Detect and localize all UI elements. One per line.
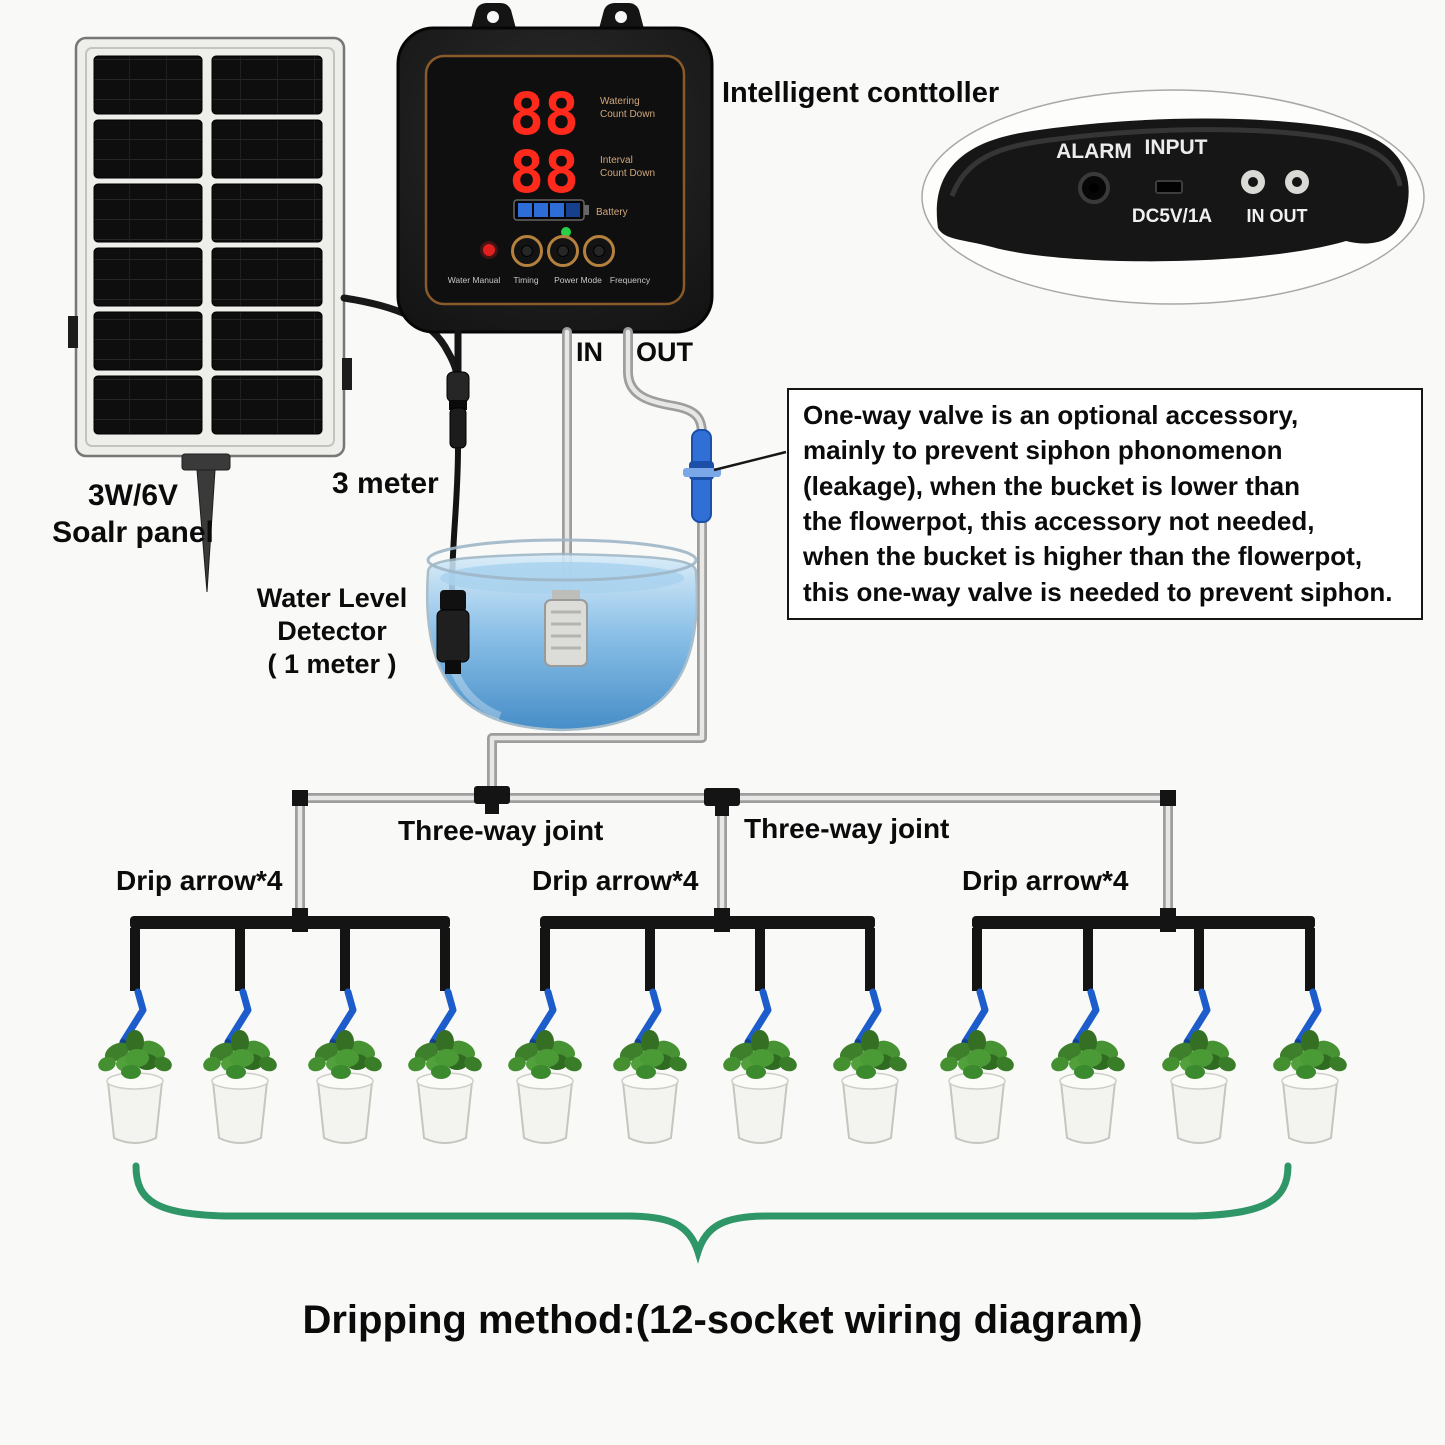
pump-filter — [544, 590, 588, 667]
plant-pot — [200, 1029, 280, 1144]
display-top-value: 88 — [509, 80, 579, 148]
button-label: Power Mode — [554, 275, 602, 285]
tee-joint-icon — [485, 800, 499, 814]
alarm-label: ALARM — [1056, 140, 1132, 163]
inout-label: IN OUT — [1247, 206, 1308, 226]
water-detector-label: Water Level Detector ( 1 meter ) — [256, 583, 408, 679]
controller-panel — [424, 54, 686, 306]
knob-icon[interactable] — [511, 235, 543, 267]
display-bottom-value: 88 — [509, 138, 579, 206]
drip-arrows — [118, 992, 1318, 1052]
drip-dropper — [1305, 928, 1315, 991]
solar-panel — [68, 36, 352, 458]
plant-pot — [1270, 1029, 1350, 1144]
controller-side-view: ALARM INPUT DC5V/1A IN OUT — [921, 89, 1425, 305]
status-led-red-icon — [483, 244, 495, 256]
plant-pot — [505, 1029, 585, 1144]
drip-dropper — [440, 928, 450, 991]
one-way-valve — [683, 429, 721, 523]
valve-pointer-line — [713, 450, 787, 472]
solar-panel-label: 3W/6V Soalr panel — [52, 479, 214, 549]
water-bucket — [425, 538, 699, 732]
input-label: INPUT — [1145, 136, 1208, 159]
status-led-green-icon — [561, 227, 571, 237]
plant-pot — [305, 1029, 385, 1144]
solar-stake-icon — [181, 453, 231, 593]
out-port-label: OUT — [636, 337, 693, 367]
mount-clip-icon — [342, 358, 352, 390]
svg-text:Count Down: Count Down — [600, 109, 655, 120]
cable-length-label: 3 meter — [332, 467, 439, 500]
detector-cable — [446, 330, 470, 591]
knob-icon[interactable] — [583, 235, 615, 267]
three-way-joint-right-label: Three-way joint — [744, 813, 950, 844]
knob-icon[interactable] — [547, 235, 579, 267]
plant-pot — [720, 1029, 800, 1144]
elbow-joint-icon — [1160, 790, 1176, 806]
one-way-valve-note: One-way valve is an optional accessory, … — [787, 388, 1423, 621]
mount-clip-icon — [68, 316, 78, 348]
plant-pot — [830, 1029, 910, 1144]
power-spec-label: DC5V/1A — [1132, 206, 1213, 227]
controller-title-label: Intelligent conttoller — [722, 77, 1000, 109]
drip-manifold — [972, 916, 1315, 929]
svg-text:Count Down: Count Down — [600, 168, 655, 179]
plant-pot — [610, 1029, 690, 1144]
brace-icon — [132, 1162, 1292, 1264]
drip-dropper — [865, 928, 875, 991]
plant-pot — [95, 1029, 175, 1144]
display-top-caption: Watering — [600, 96, 640, 107]
drip-dropper — [130, 928, 140, 991]
flowerpots — [95, 1029, 1350, 1144]
drip-dropper — [1194, 928, 1204, 991]
drip-arrow-label-2: Drip arrow*4 — [532, 865, 699, 896]
drip-dropper — [972, 928, 982, 991]
button-label: Frequency — [610, 275, 651, 285]
battery-caption: Battery — [596, 207, 628, 218]
drip-dropper — [1083, 928, 1093, 991]
battery-indicator — [513, 199, 589, 221]
button-label: Timing — [513, 275, 538, 285]
button-label: Water Manual — [448, 275, 501, 285]
drip-dropper — [540, 928, 550, 991]
plant-pot — [1048, 1029, 1128, 1144]
three-way-joint-left-label: Three-way joint — [398, 815, 604, 846]
drip-manifold — [130, 916, 450, 929]
drip-arrow-label-1: Drip arrow*4 — [116, 865, 283, 896]
input-slot-icon[interactable] — [1155, 180, 1183, 194]
plant-pot — [937, 1029, 1017, 1144]
drip-dropper — [755, 928, 765, 991]
diagram-title: Dripping method:(12-socket wiring diagra… — [302, 1298, 1143, 1342]
drip-arrow-label-3: Drip arrow*4 — [962, 865, 1129, 896]
water-level-probe — [436, 590, 470, 674]
tee-joint-icon — [715, 802, 729, 816]
drip-dropper — [645, 928, 655, 991]
elbow-joint-icon — [292, 790, 308, 806]
drip-dropper — [235, 928, 245, 991]
fittings — [130, 786, 1315, 991]
tee-joint-icon — [704, 788, 740, 806]
drip-manifold — [540, 916, 875, 929]
in-port-label: IN — [576, 337, 603, 367]
plant-pot — [405, 1029, 485, 1144]
tee-joint-icon — [474, 786, 510, 804]
plant-pot — [1159, 1029, 1239, 1144]
controller-unit: 88 88 Watering Count Down Interval Count… — [396, 3, 714, 334]
drip-dropper — [340, 928, 350, 991]
display-bottom-caption: Interval — [600, 155, 633, 166]
